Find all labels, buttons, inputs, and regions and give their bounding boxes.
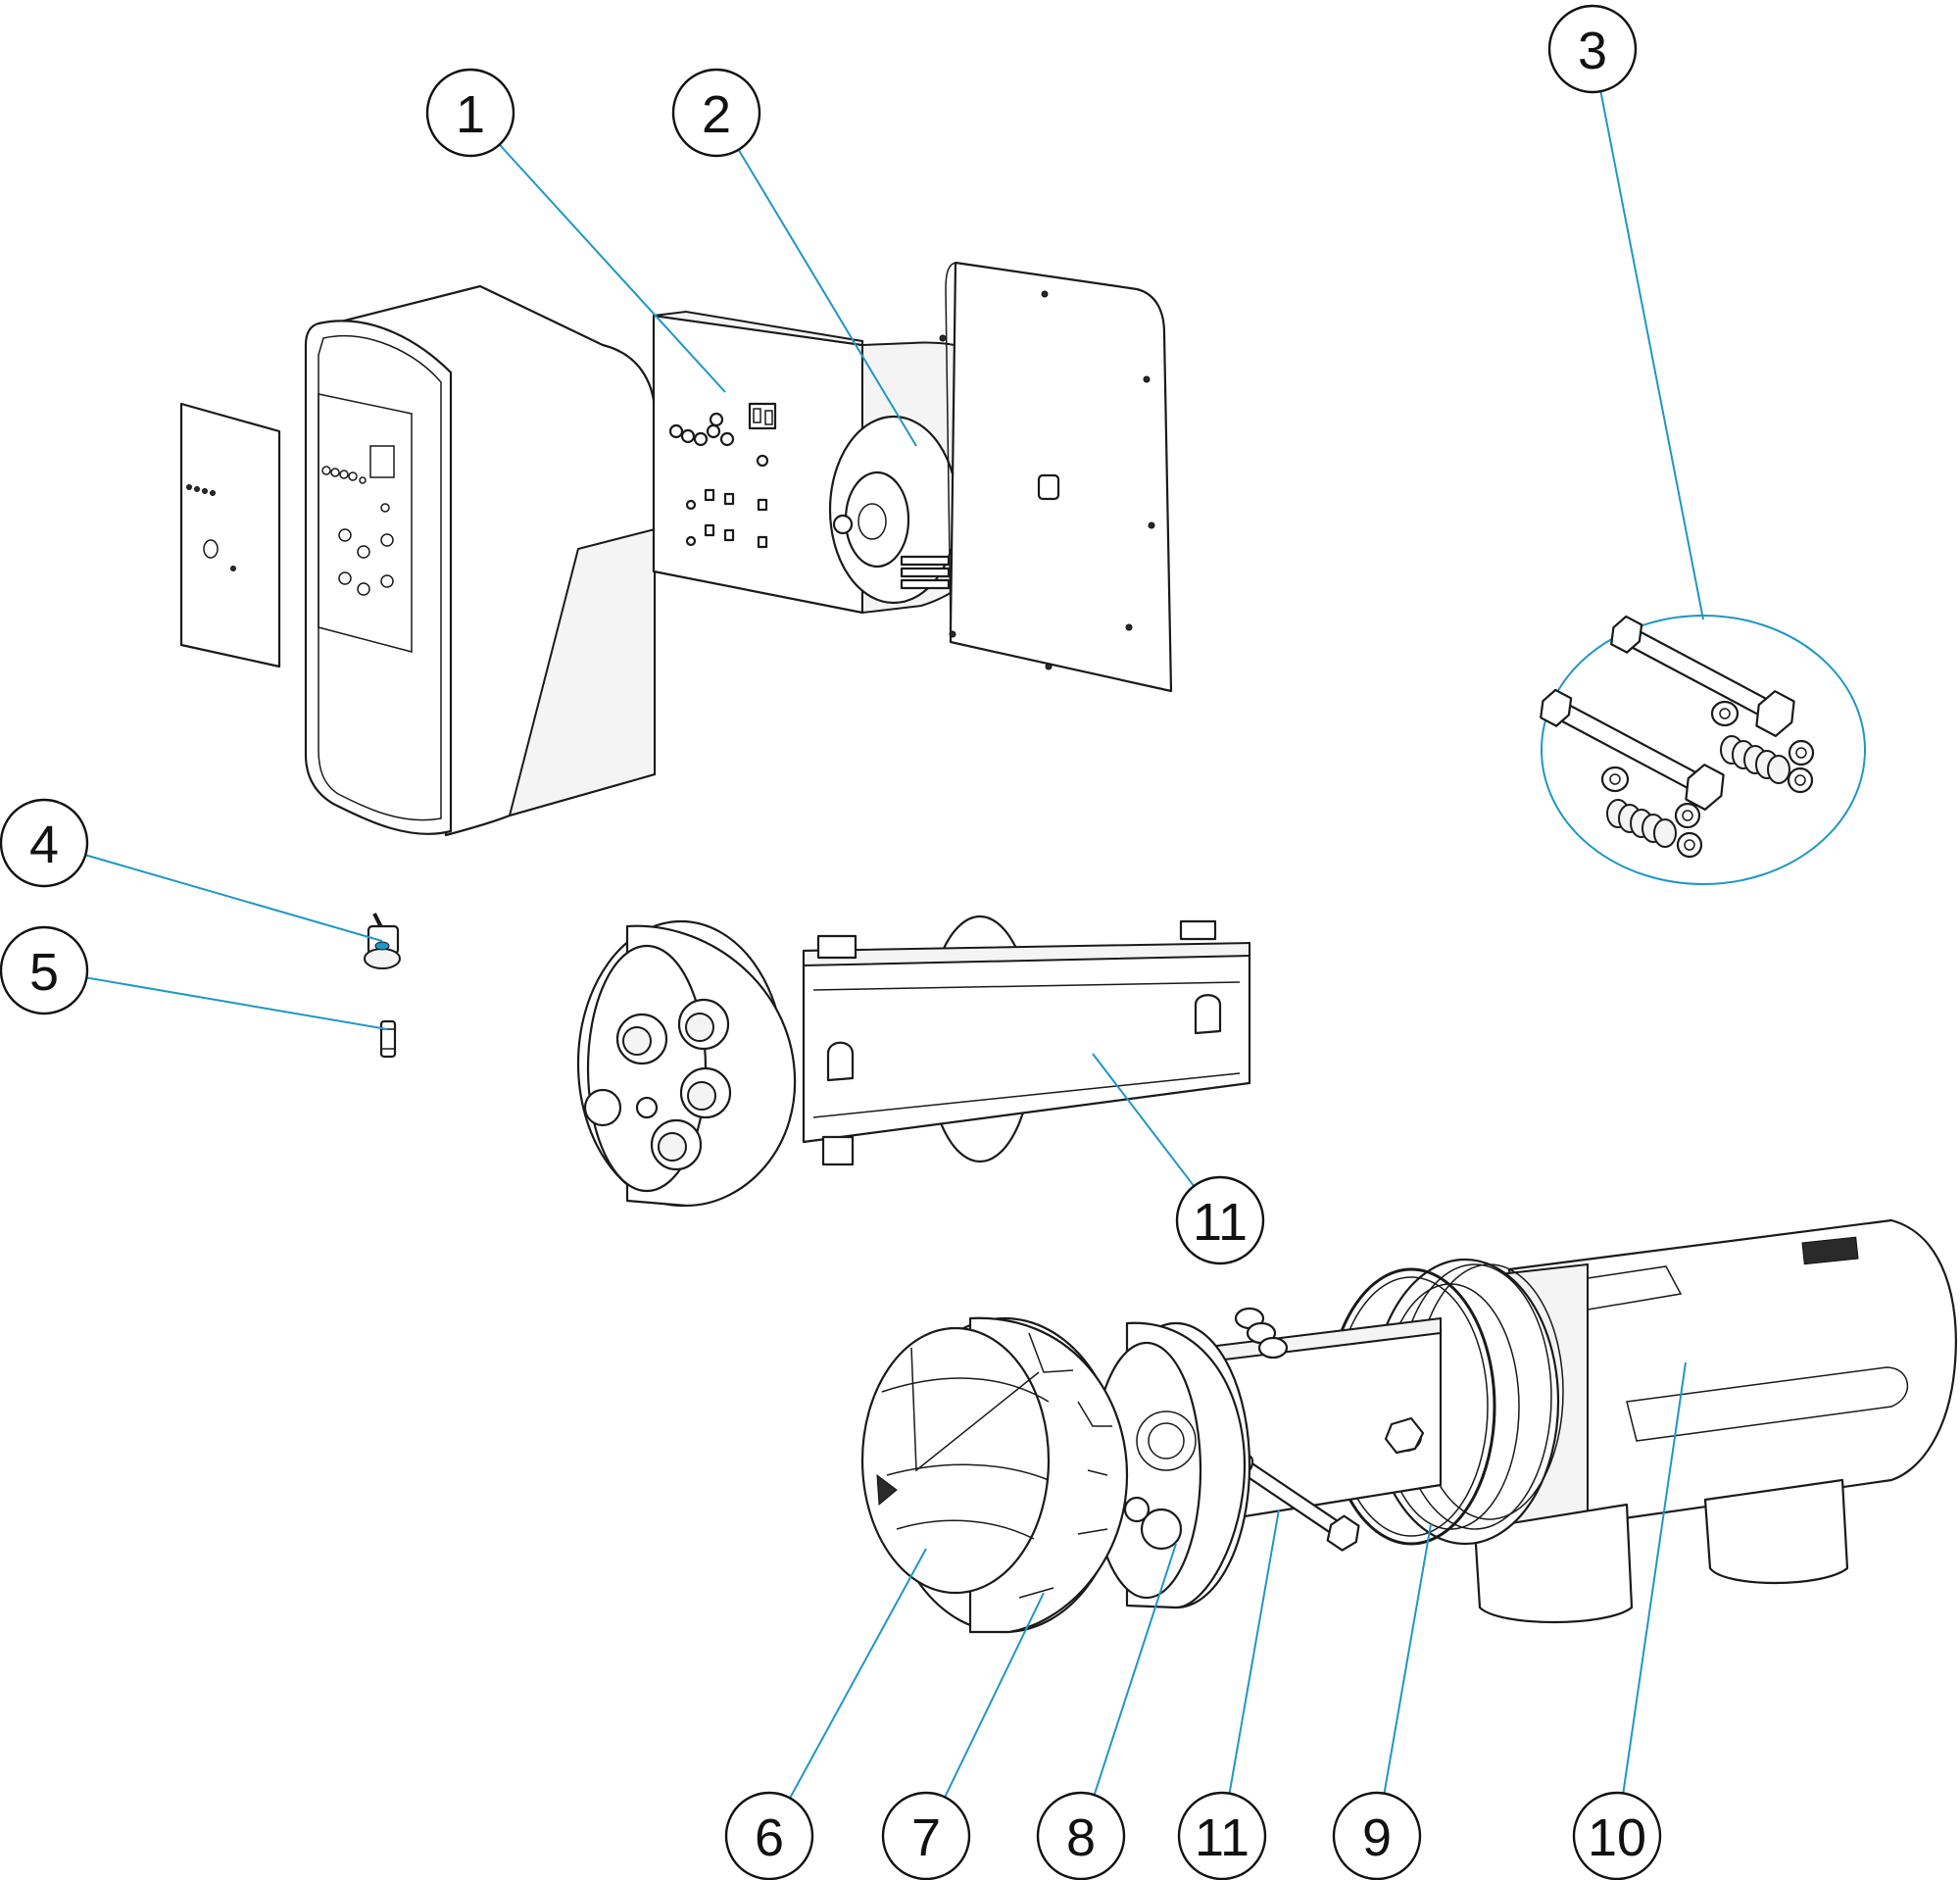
part-10-cell-body <box>1370 1218 1957 1624</box>
leader-line-11 <box>1228 1509 1280 1794</box>
callout-11: 11 <box>1177 1791 1267 1880</box>
control-box-housing <box>304 284 657 837</box>
callout-circle <box>1572 1791 1662 1880</box>
callout-11: 11 <box>1175 1175 1265 1265</box>
callout-circle <box>1175 1175 1265 1265</box>
leader-line-4 <box>84 854 383 942</box>
callout-circle <box>0 925 89 1015</box>
callout-3: 3 <box>1547 4 1638 94</box>
part-5-fuse <box>379 1019 397 1059</box>
callout-circle <box>1547 4 1638 94</box>
callout-7: 7 <box>881 1791 971 1880</box>
back-mounting-plate <box>939 261 1173 693</box>
callout-circle <box>881 1791 971 1880</box>
part-6-cap <box>860 1326 1051 1595</box>
callout-9: 9 <box>1332 1791 1422 1880</box>
callout-number: 5 <box>29 943 59 1002</box>
callout-circle <box>1036 1791 1126 1880</box>
callout-number: 8 <box>1066 1808 1096 1867</box>
callout-number: 10 <box>1588 1808 1646 1867</box>
callout-number: 3 <box>1578 22 1607 80</box>
leader-line-1 <box>498 143 726 393</box>
leader-line-7 <box>944 1592 1045 1798</box>
callout-number: 1 <box>456 85 485 144</box>
leader-line-10 <box>1622 1361 1687 1794</box>
callout-1: 1 <box>425 68 515 158</box>
leader-line-2 <box>737 149 917 447</box>
callout-number: 11 <box>1193 1193 1248 1252</box>
callout-circle <box>1332 1791 1422 1880</box>
callout-6: 6 <box>724 1791 814 1880</box>
callout-circle <box>1177 1791 1267 1880</box>
callout-10: 10 <box>1572 1791 1662 1880</box>
leader-line-9 <box>1383 1523 1432 1794</box>
leader-lines <box>84 91 1704 1799</box>
leader-line-5 <box>86 976 388 1030</box>
callout-4: 4 <box>0 798 89 888</box>
part-11-electrode-upper <box>576 915 1251 1208</box>
leader-line-6 <box>789 1548 927 1799</box>
part-3-bolt-kit <box>1540 615 1866 885</box>
part-4-switch <box>364 913 401 969</box>
callout-circle <box>671 68 761 158</box>
callout-number: 4 <box>29 816 59 874</box>
callout-8: 8 <box>1036 1791 1126 1880</box>
front-label-panel <box>179 402 281 668</box>
callout-circle <box>425 68 515 158</box>
callout-circle <box>724 1791 814 1880</box>
callout-5: 5 <box>0 925 89 1015</box>
leader-line-11 <box>1092 1053 1196 1187</box>
callout-labels: 1 2 3 4 5 11 6 7 8 11 9 10 <box>0 4 1662 1880</box>
part-1-pcb-board <box>652 310 864 615</box>
callout-number: 9 <box>1362 1808 1392 1867</box>
part-8-inner-flange <box>1091 1321 1251 1609</box>
callout-number: 11 <box>1195 1808 1250 1867</box>
callout-circle <box>0 798 89 888</box>
leader-line-8 <box>1093 1543 1177 1796</box>
callout-number: 7 <box>911 1808 941 1867</box>
callout-2: 2 <box>671 68 761 158</box>
callout-number: 2 <box>702 85 731 144</box>
leader-line-3 <box>1599 91 1704 620</box>
callout-number: 6 <box>755 1808 784 1867</box>
